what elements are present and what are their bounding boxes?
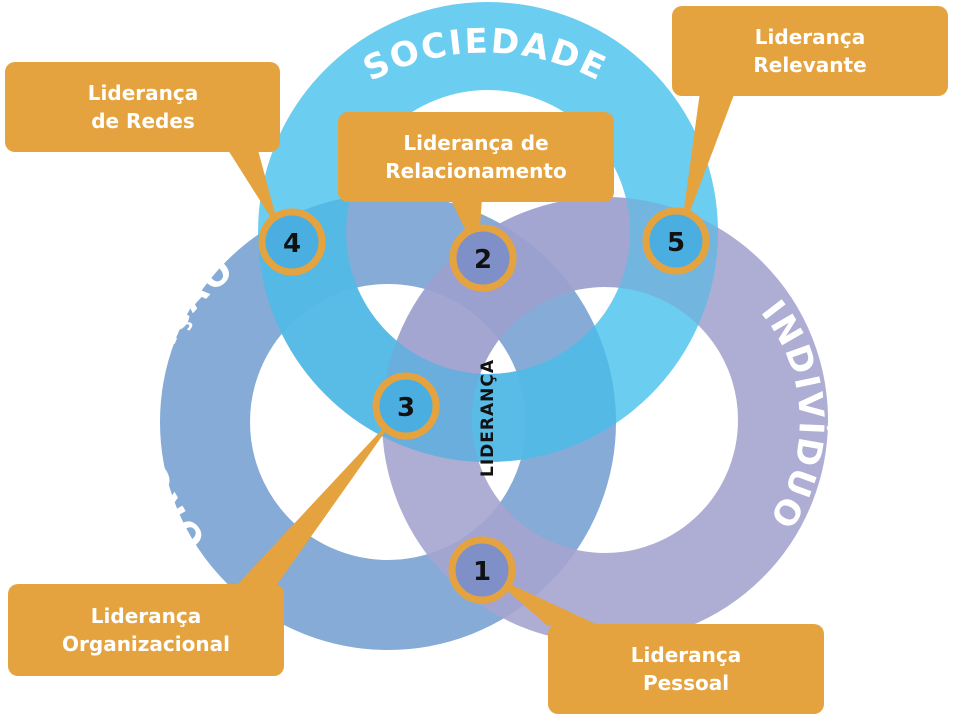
svg-text:4: 4 <box>283 229 301 259</box>
svg-text:5: 5 <box>667 228 685 258</box>
svg-text:2: 2 <box>474 245 492 275</box>
callout-text: Liderança <box>631 643 741 667</box>
callout-text: Organizacional <box>62 632 230 656</box>
callout-lideranca-de-relacionamento: Liderança de Relacionamento <box>338 112 614 202</box>
badge-2: 2 <box>449 224 517 292</box>
callout-lideranca-pessoal: Liderança Pessoal <box>548 624 824 714</box>
callout-lideranca-relevante: Liderança Relevante <box>672 6 948 96</box>
callout-text: Liderança <box>91 604 201 628</box>
callout-text: Relevante <box>753 53 866 77</box>
center-label: LIDERANÇA <box>478 359 498 477</box>
callout-text: Relacionamento <box>385 159 566 183</box>
callout-text: Liderança <box>88 81 198 105</box>
callout-pointer-5 <box>680 92 735 238</box>
badge-3: 3 <box>372 372 440 440</box>
callout-pointer-1 <box>488 574 600 626</box>
badge-1: 1 <box>448 536 516 604</box>
callout-text: Liderança de <box>403 131 548 155</box>
svg-text:1: 1 <box>473 557 491 587</box>
callout-text: de Redes <box>91 109 195 133</box>
callout-pointer-4 <box>228 150 280 232</box>
badge-5: 5 <box>642 207 710 275</box>
callout-lideranca-de-redes: Liderança de Redes <box>5 62 280 152</box>
callout-text: Liderança <box>755 25 865 49</box>
callout-text: Pessoal <box>643 671 729 695</box>
callout-pointer-3 <box>236 408 402 586</box>
callout-lideranca-organizacional: Liderança Organizacional <box>8 584 284 676</box>
badge-4: 4 <box>258 208 326 276</box>
svg-text:3: 3 <box>397 393 415 423</box>
